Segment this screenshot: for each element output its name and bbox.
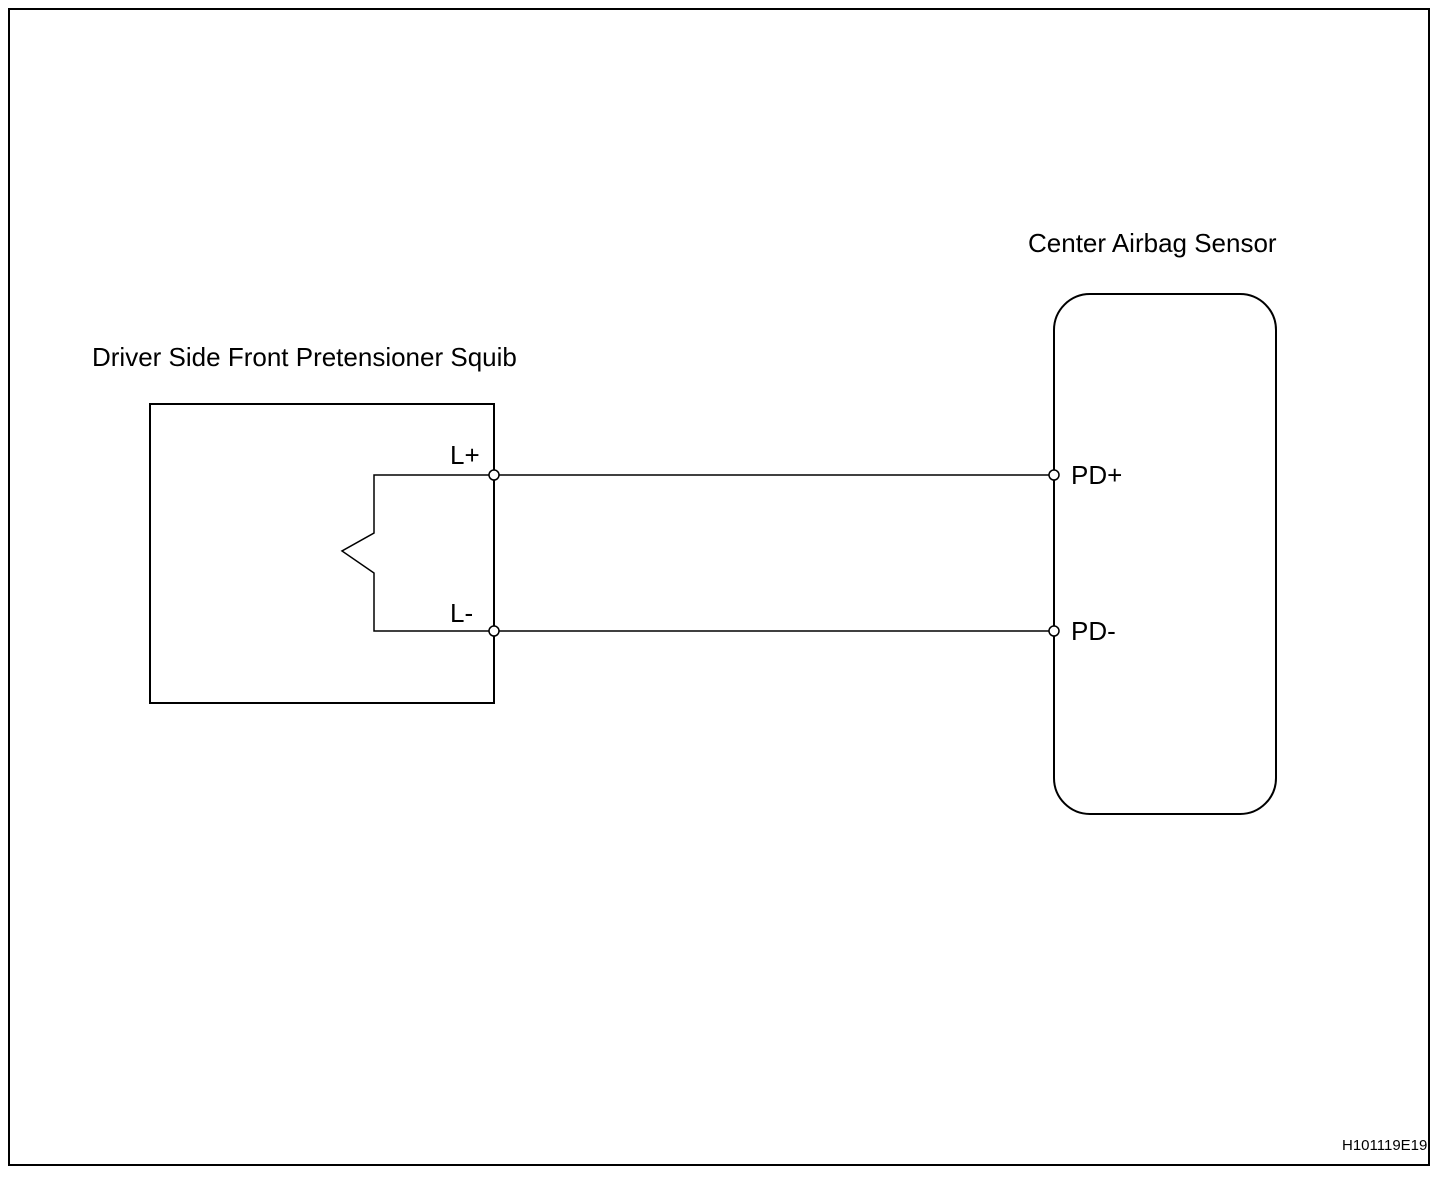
terminal-l-minus [488,625,500,637]
squib-element [340,474,494,632]
pin-label-pd-plus: PD+ [1071,460,1123,490]
pin-label-pd-minus: PD- [1071,616,1116,646]
squib-box [149,403,495,704]
diagram-frame [8,8,1430,1166]
terminal-l-plus [488,469,500,481]
figure-reference: H101119E19 [1342,1137,1428,1154]
terminal-pd-minus [1048,625,1060,637]
sensor-box [1053,293,1277,815]
sensor-title: Center Airbag Sensor [1028,228,1277,258]
pin-label-l-minus: L- [450,598,474,628]
squib-title: Driver Side Front Pretensioner Squib [92,342,517,372]
pin-label-l-plus: L+ [450,440,480,470]
terminal-pd-plus [1048,469,1060,481]
